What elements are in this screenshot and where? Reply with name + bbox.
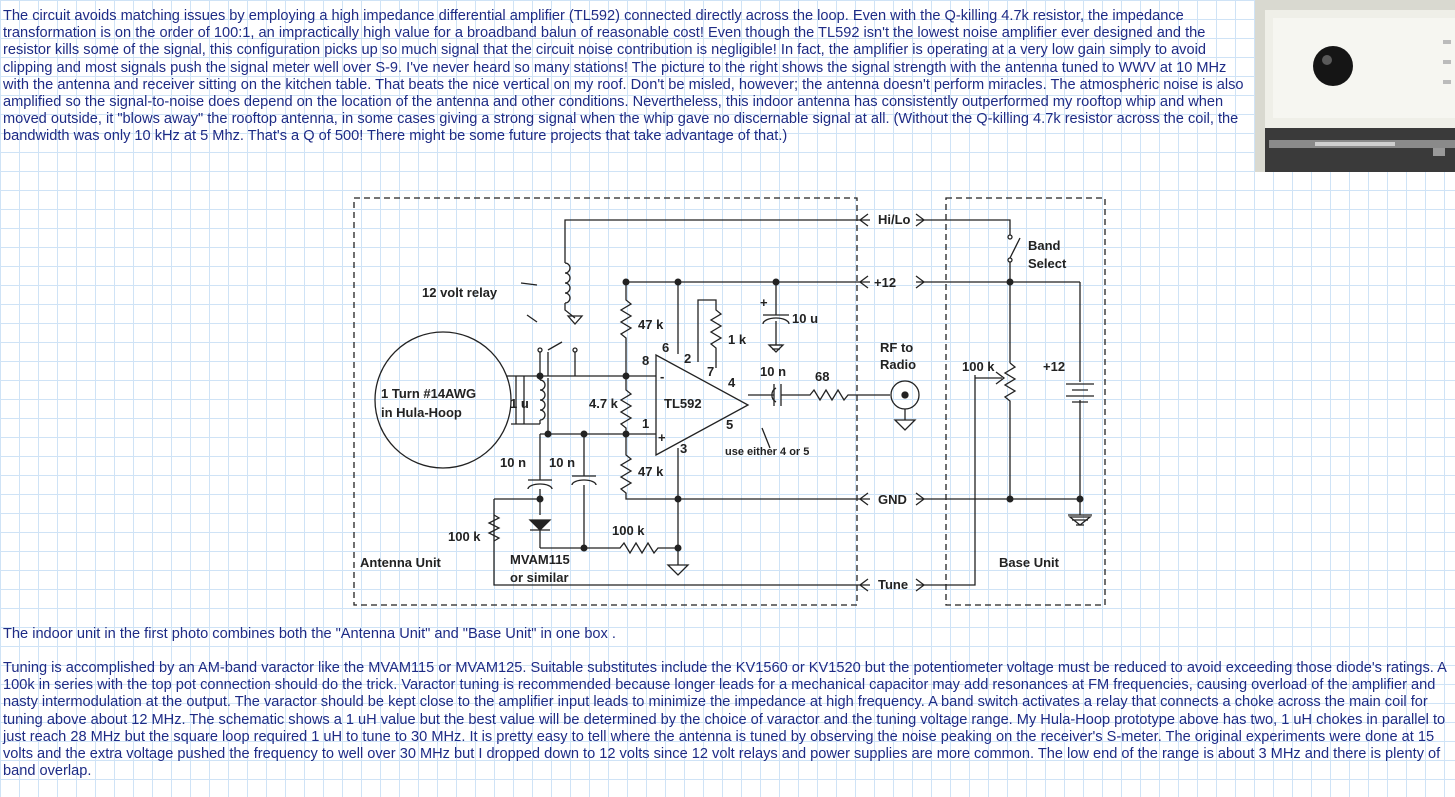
choke-label: 1 u (510, 396, 529, 411)
rf-label-line1: RF to (880, 340, 913, 355)
resistor-100k-tune-label: 100 k (448, 529, 481, 544)
cap-10n-left-label: 10 n (500, 455, 526, 470)
gnd-label: GND (878, 492, 907, 507)
pin-3-label: 3 (680, 441, 687, 456)
tune-label: Tune (878, 577, 908, 592)
antenna-unit-box (353, 197, 858, 606)
pin-1-label: 1 (642, 416, 649, 431)
pin-2-label: 2 (684, 351, 691, 366)
resistor-1k-label: 1 k (728, 332, 747, 347)
resistor-4k7-label: 4.7 k (589, 396, 619, 411)
amp-label: TL592 (664, 396, 702, 411)
varactor-label-line1: MVAM115 (510, 552, 570, 567)
relay-label: 12 volt relay (422, 285, 498, 300)
tuning-paragraph: Tuning is accomplished by an AM-band var… (3, 660, 1447, 780)
antenna-unit-label: Antenna Unit (360, 555, 442, 570)
select-label: Select (1028, 256, 1067, 271)
resistor-68-label: 68 (815, 369, 829, 384)
varactor-label-line2: or similar (510, 570, 569, 585)
band-label: Band (1028, 238, 1061, 253)
pin-8-label: 8 (642, 353, 649, 368)
cap-10u-label: 10 u (792, 311, 818, 326)
plus12-label: +12 (874, 275, 896, 290)
circuit-schematic: Hi/Lo +12 GND Tune Band Select 100 k +12… (353, 197, 1106, 606)
pin-7-label: 7 (707, 364, 714, 379)
pin-note-label: use either 4 or 5 (725, 446, 809, 458)
receiver-photo (1255, 0, 1455, 172)
resistor-47k-bottom-label: 47 k (638, 464, 664, 479)
cap-10n-out-label: 10 n (760, 364, 786, 379)
resistor-47k-top-label: 47 k (638, 317, 664, 332)
indoor-unit-paragraph: The indoor unit in the first photo combi… (3, 626, 616, 642)
pin-4-label: 4 (728, 375, 736, 390)
rf-label-line2: Radio (880, 357, 916, 372)
base-unit-label: Base Unit (999, 555, 1060, 570)
cap-10n-right-label: 10 n (549, 455, 575, 470)
loop-label-line2: in Hula-Hoop (381, 405, 462, 420)
intro-paragraph: The circuit avoids matching issues by em… (3, 8, 1244, 145)
minus-label: - (660, 369, 664, 384)
resistor-100k-bias-label: 100 k (612, 523, 645, 538)
pin-5-label: 5 (726, 417, 733, 432)
hilo-label: Hi/Lo (878, 212, 911, 227)
battery-label: +12 (1043, 359, 1065, 374)
cap-plus-label: + (760, 295, 768, 310)
loop-label-line1: 1 Turn #14AWG (381, 386, 476, 401)
pin-6-label: 6 (662, 340, 669, 355)
plus-label: + (658, 430, 666, 445)
pot-label: 100 k (962, 359, 995, 374)
base-unit-box (945, 197, 1106, 606)
